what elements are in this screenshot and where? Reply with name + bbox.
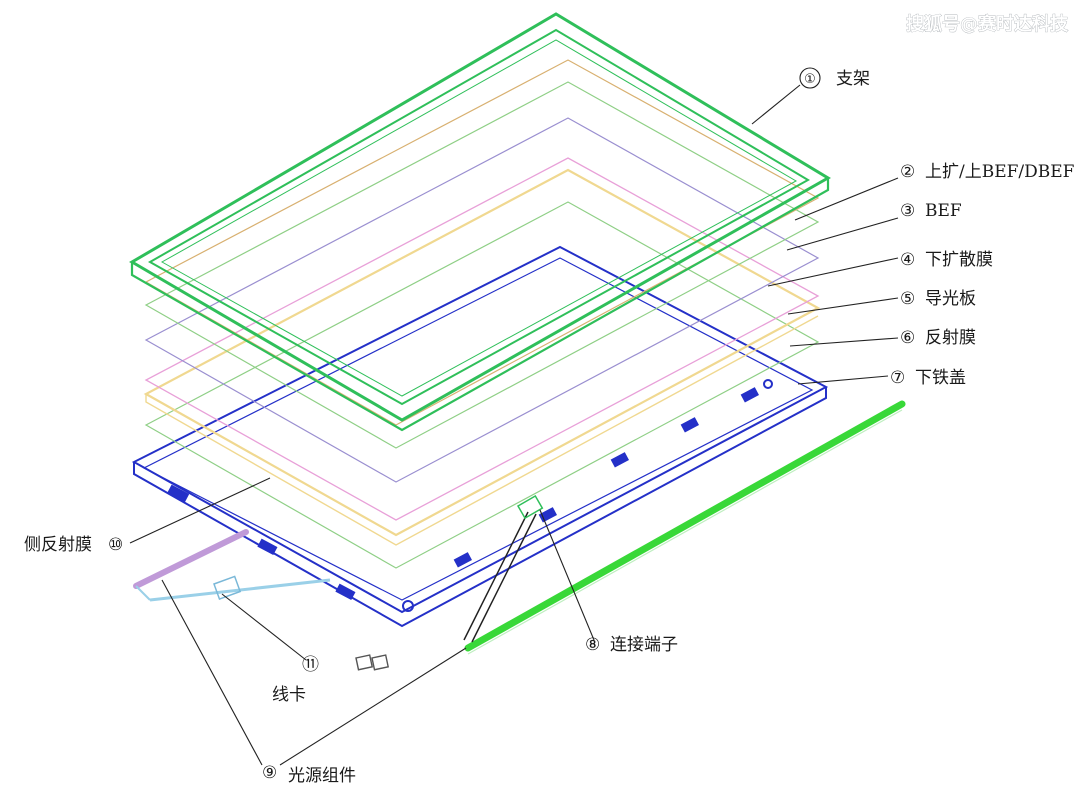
- svg-text:⑧: ⑧: [585, 635, 600, 655]
- svg-text:下扩散膜: 下扩散膜: [925, 250, 993, 270]
- svg-text:下铁盖: 下铁盖: [915, 368, 966, 388]
- part-label-p7: ⑦ 下铁盖: [890, 368, 966, 388]
- svg-text:④: ④: [900, 250, 915, 270]
- reflector-pink-film-shape: [144, 157, 820, 521]
- svg-text:光源组件: 光源组件: [288, 766, 356, 786]
- svg-text:侧反射膜: 侧反射膜: [24, 535, 92, 555]
- svg-text:⑨: ⑨: [262, 763, 277, 783]
- part-label-p5: ⑤ 导光板: [900, 289, 976, 309]
- svg-text:②: ②: [900, 162, 915, 182]
- part-label-p8: ⑧ 连接端子: [585, 635, 678, 655]
- svg-text:⑤: ⑤: [900, 289, 915, 309]
- svg-text:连接端子: 连接端子: [610, 635, 678, 655]
- led-bar-shape: [464, 400, 906, 655]
- part-label-p11: ⑪ 线卡: [272, 655, 319, 705]
- svg-text:反射膜: 反射膜: [925, 328, 976, 348]
- bef-film-shape: [144, 81, 820, 449]
- svg-text:③: ③: [900, 201, 915, 221]
- part-label-p9: ⑨ 光源组件: [262, 763, 356, 786]
- light-source-assembly-shape: [133, 529, 331, 602]
- svg-text:导光板: 导光板: [925, 289, 976, 309]
- watermark-text: 搜狐号@赛时达科技: [906, 13, 1069, 35]
- svg-text:BEF: BEF: [925, 201, 962, 221]
- svg-text:上扩/上BEF/DBEF: 上扩/上BEF/DBEF: [925, 162, 1075, 182]
- svg-text:⑩: ⑩: [108, 535, 123, 555]
- iron-cover-shape: [131, 245, 829, 628]
- upper-film-shape: [144, 59, 820, 426]
- part-label-p1: ① 支架: [799, 67, 870, 89]
- part-label-p10: 侧反射膜 ⑩: [24, 535, 123, 555]
- frame-shape: [129, 12, 831, 432]
- svg-text:⑥: ⑥: [900, 328, 915, 348]
- part-label-p6: ⑥ 反射膜: [900, 328, 976, 348]
- svg-text:⑪: ⑪: [302, 655, 319, 675]
- svg-text:⑦: ⑦: [890, 368, 905, 388]
- connector-shape: [463, 494, 544, 643]
- wire-clip-shape: [355, 654, 390, 671]
- part-label-p4: ④ 下扩散膜: [900, 250, 993, 270]
- part-label-p3: ③ BEF: [900, 201, 962, 221]
- leader-lines: [129, 84, 899, 766]
- light-guide-plate-shape: [143, 168, 821, 546]
- lower-diffuser-shape: [144, 117, 820, 483]
- svg-text:支架: 支架: [836, 69, 870, 89]
- part-labels: ① 支架 ② 上扩/上BEF/DBEF ③ BEF ④ 下扩散膜 ⑤ 导光板 ⑥…: [24, 67, 1075, 786]
- svg-text:①: ①: [804, 72, 816, 87]
- part-label-p2: ② 上扩/上BEF/DBEF: [900, 162, 1075, 182]
- svg-text:线卡: 线卡: [272, 685, 306, 705]
- reflector-film-shape: [144, 201, 820, 569]
